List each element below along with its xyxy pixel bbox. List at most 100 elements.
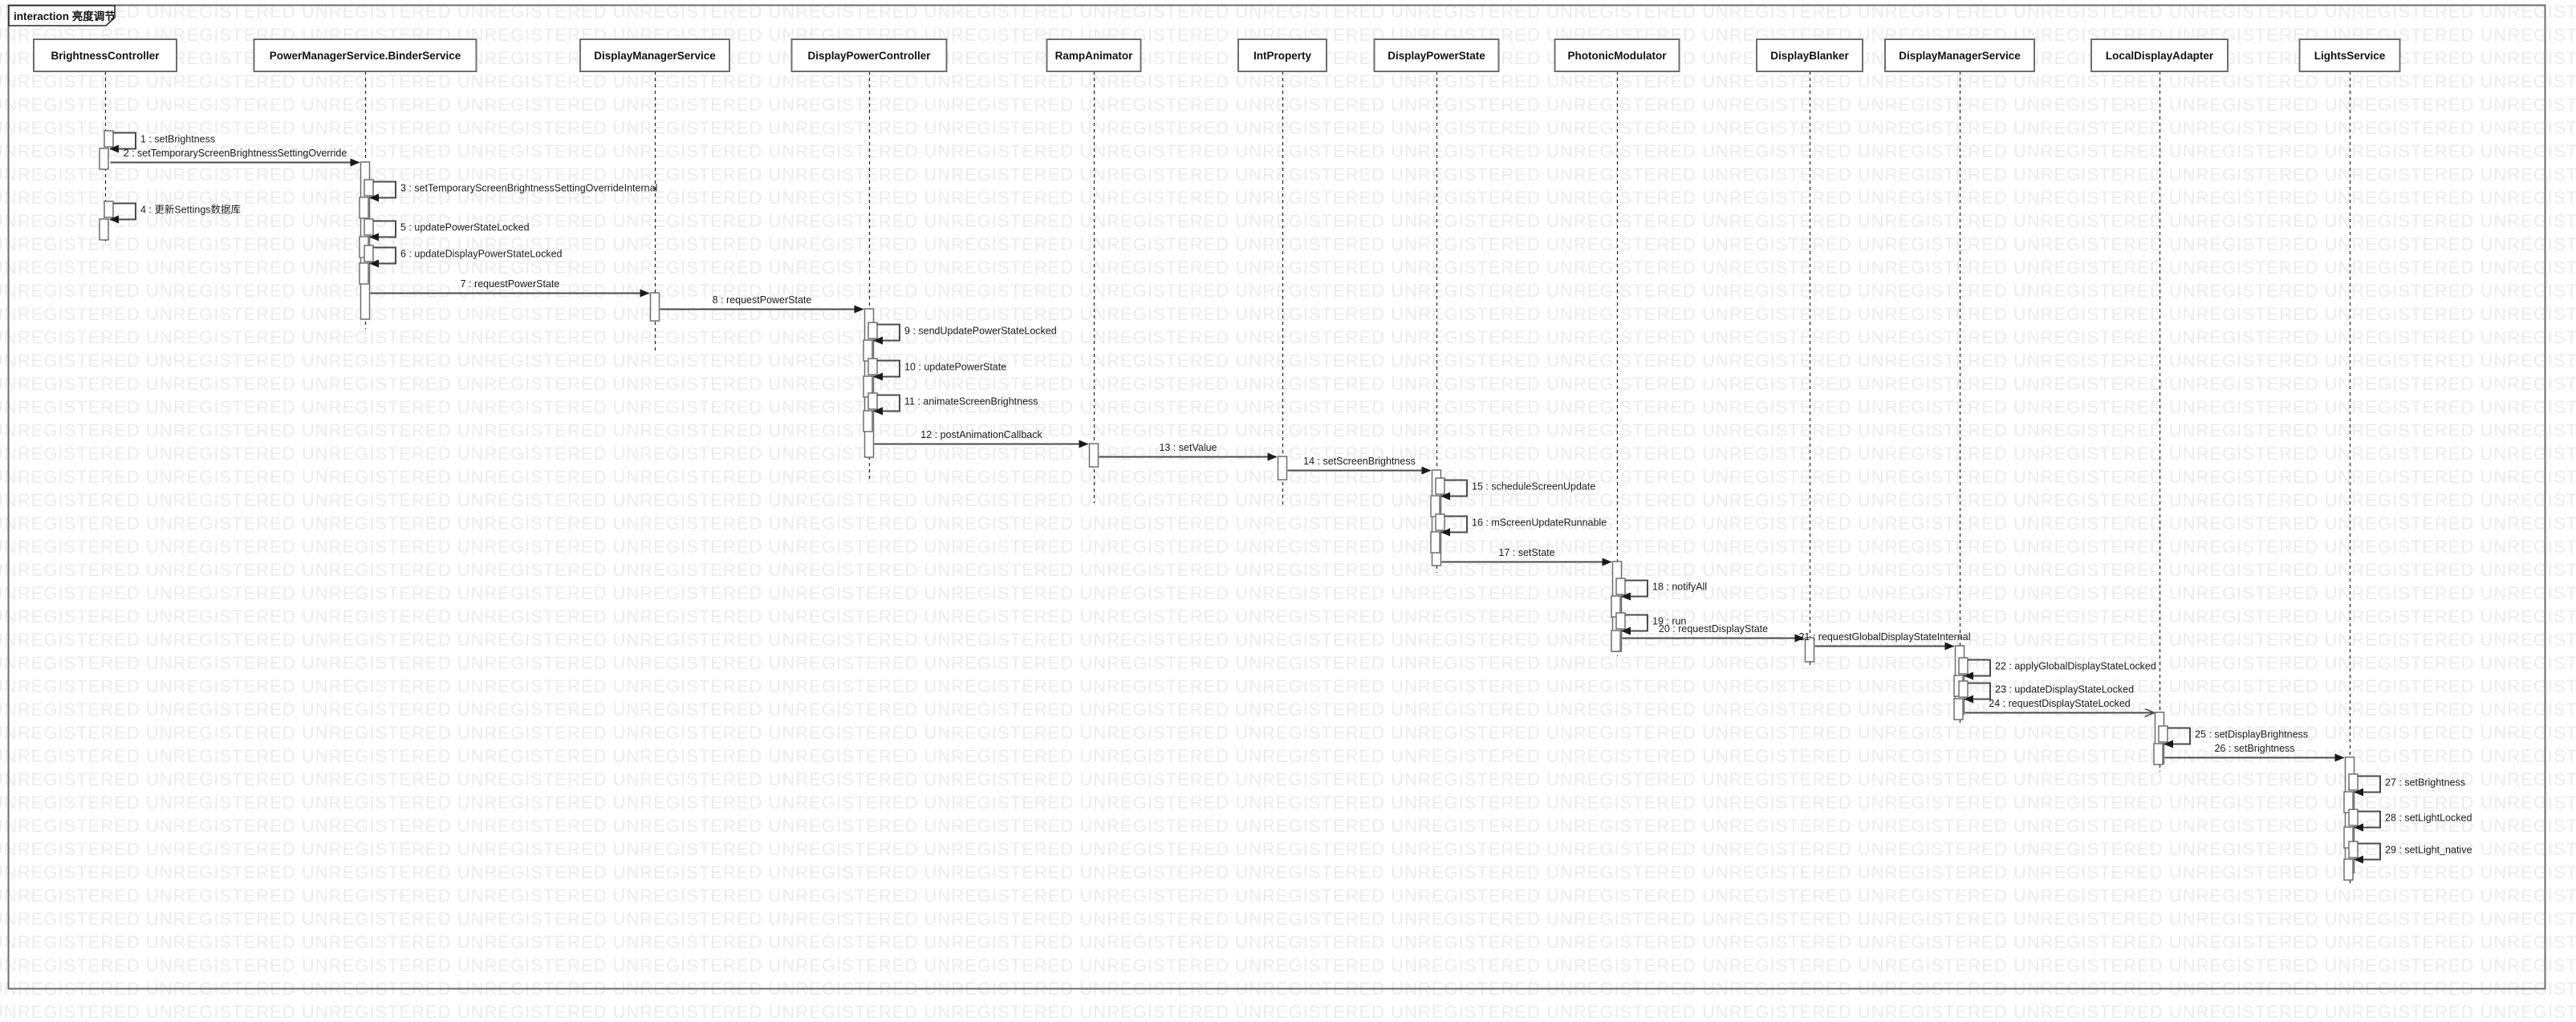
watermark-row: UNREGISTERED UNREGISTERED UNREGISTERED U…	[0, 71, 2576, 91]
self-message-arrow	[369, 246, 396, 268]
watermark-row: UNREGISTERED UNREGISTERED UNREGISTERED U…	[0, 211, 2576, 231]
activation-bar	[99, 218, 109, 241]
self-message-arrow	[1440, 515, 1468, 537]
participant-label: LightsService	[2314, 50, 2386, 62]
watermark-row: UNREGISTERED UNREGISTERED UNREGISTERED U…	[0, 583, 2576, 603]
watermark-row: UNREGISTERED UNREGISTERED UNREGISTERED U…	[0, 676, 2576, 696]
participant-box	[1884, 39, 2035, 72]
activation-bar	[364, 218, 374, 236]
watermark-row: UNREGISTERED UNREGISTERED UNREGISTERED U…	[0, 537, 2576, 557]
message-label: 28 : setLightLocked	[2385, 812, 2472, 823]
watermark-row: UNREGISTERED UNREGISTERED UNREGISTERED U…	[0, 118, 2576, 138]
participant-box	[1046, 39, 1142, 72]
activation-bar	[104, 130, 114, 148]
activation-bar	[1615, 578, 1626, 595]
watermark-row: UNREGISTERED UNREGISTERED UNREGISTERED U…	[0, 281, 2576, 301]
activation-bar	[1611, 630, 1621, 652]
activation-bar	[867, 358, 878, 375]
watermark-row: UNREGISTERED UNREGISTERED UNREGISTERED U…	[0, 374, 2576, 394]
participant-box	[579, 39, 730, 72]
participant-label: LocalDisplayAdapter	[2106, 50, 2214, 62]
frame-title: interaction 亮度调节	[14, 10, 116, 22]
participant-box	[1756, 39, 1863, 72]
watermark-row: UNREGISTERED UNREGISTERED UNREGISTERED U…	[0, 397, 2576, 417]
self-message-arrow	[2354, 842, 2381, 864]
participant-box	[1554, 39, 1680, 72]
watermark-row: UNREGISTERED UNREGISTERED UNREGISTERED U…	[0, 932, 2576, 952]
activation-bar	[867, 322, 878, 339]
message-label: 3 : setTemporaryScreenBrightnessSettingO…	[400, 182, 657, 193]
participant-label: PhotonicModulator	[1568, 50, 1668, 62]
watermark-row: UNREGISTERED UNREGISTERED UNREGISTERED U…	[0, 188, 2576, 208]
self-message-arrow	[873, 394, 900, 416]
message-label: 13 : setValue	[1159, 442, 1217, 453]
watermark-row: UNREGISTERED UNREGISTERED UNREGISTERED U…	[0, 769, 2576, 789]
watermark-row: UNREGISTERED UNREGISTERED UNREGISTERED U…	[0, 816, 2576, 836]
self-message-arrow	[2164, 727, 2191, 748]
message-label: 5 : updatePowerStateLocked	[400, 221, 530, 233]
activation-bar	[2348, 841, 2359, 858]
participant-box	[1373, 39, 1500, 72]
participant-box	[790, 39, 948, 72]
self-message-arrow	[873, 323, 900, 345]
activation-bar	[2348, 809, 2359, 826]
self-message-arrow	[1440, 479, 1468, 501]
message-label: 18 : notifyAll	[1652, 581, 1707, 592]
watermark-row: UNREGISTERED UNREGISTERED UNREGISTERED U…	[0, 630, 2576, 650]
self-message-arrow	[873, 359, 900, 381]
watermark-row: UNREGISTERED UNREGISTERED UNREGISTERED U…	[0, 955, 2576, 975]
watermark-row: UNREGISTERED UNREGISTERED UNREGISTERED U…	[0, 909, 2576, 929]
self-message-arrow	[1621, 614, 1648, 635]
watermark-row: UNREGISTERED UNREGISTERED UNREGISTERED U…	[0, 653, 2576, 673]
participant-label: DisplayManagerService	[594, 50, 716, 62]
watermark-row: UNREGISTERED UNREGISTERED UNREGISTERED U…	[0, 839, 2576, 859]
activation-bar	[364, 179, 374, 197]
self-message-arrow	[369, 220, 396, 241]
message-label: 9 : sendUpdatePowerStateLocked	[904, 325, 1057, 336]
watermark-row: UNREGISTERED UNREGISTERED UNREGISTERED U…	[0, 1002, 2576, 1022]
activation-bar	[863, 410, 873, 432]
activation-bar	[1435, 513, 1445, 531]
message-label: 8 : requestPowerState	[713, 294, 812, 306]
activation-bar	[2158, 725, 2168, 743]
participant-label: BrightnessController	[51, 50, 160, 62]
activation-bar	[104, 201, 114, 218]
activation-bar	[1958, 680, 1969, 698]
message-label: 1 : setBrightness	[140, 133, 215, 144]
frame-title-tab	[8, 5, 116, 26]
watermark-row: UNREGISTERED UNREGISTERED UNREGISTERED U…	[0, 95, 2576, 115]
activation-bar	[863, 339, 873, 362]
message-label: 15 : scheduleScreenUpdate	[1472, 481, 1595, 492]
participant-box	[2090, 39, 2229, 72]
participant-box	[2298, 39, 2401, 72]
message-label: 24 : requestDisplayStateLocked	[1989, 698, 2131, 709]
watermark-row: UNREGISTERED UNREGISTERED UNREGISTERED U…	[0, 327, 2576, 347]
activation-bar	[1435, 477, 1445, 495]
message-label: 4 : 更新Settings数据库	[140, 203, 241, 215]
activation-bar	[359, 262, 369, 285]
activation-bar	[1804, 637, 1815, 663]
message-label: 12 : postAnimationCallback	[920, 429, 1042, 440]
watermark-row: UNREGISTERED UNREGISTERED UNREGISTERED U…	[0, 420, 2576, 440]
message-label: 6 : updateDisplayPowerStateLocked	[400, 248, 563, 259]
watermark-row: UNREGISTERED UNREGISTERED UNREGISTERED U…	[0, 793, 2576, 813]
activation-bar	[99, 148, 109, 170]
watermark-row: UNREGISTERED UNREGISTERED UNREGISTERED U…	[0, 560, 2576, 580]
watermark-row: UNREGISTERED UNREGISTERED UNREGISTERED U…	[0, 862, 2576, 882]
participant-box	[1237, 39, 1327, 72]
activation-bar	[1958, 657, 1969, 675]
message-label: 17 : setState	[1498, 547, 1554, 558]
participant-label: DisplayBlanker	[1770, 50, 1849, 62]
activation-bar	[1088, 443, 1099, 468]
self-message-arrow	[1964, 659, 1991, 680]
activation-bar	[2153, 743, 2164, 765]
activation-bar	[359, 197, 369, 219]
watermark-row: UNREGISTERED UNREGISTERED UNREGISTERED U…	[0, 490, 2576, 510]
watermark-row: UNREGISTERED UNREGISTERED UNREGISTERED U…	[0, 513, 2576, 533]
watermark-row: UNREGISTERED UNREGISTERED UNREGISTERED U…	[0, 723, 2576, 743]
message-label: 19 : run	[1652, 615, 1686, 627]
participant-box	[253, 39, 477, 72]
message-label: 23 : updateDisplayStateLocked	[1995, 683, 2134, 695]
